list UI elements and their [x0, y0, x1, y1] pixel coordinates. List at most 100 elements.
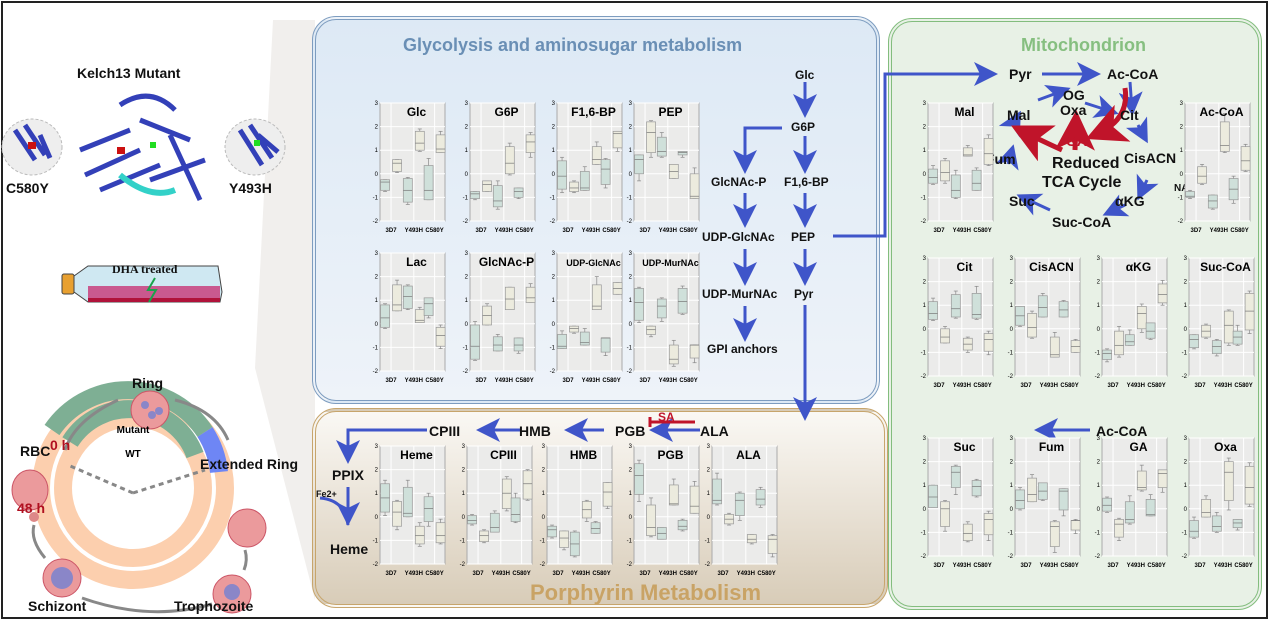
- y-tick-label: 1: [1184, 483, 1188, 489]
- x-tick-label: Y493H: [1214, 383, 1232, 389]
- stage-schizont: Schizont: [28, 598, 87, 614]
- box: [983, 333, 994, 352]
- x-tick-label: C580Y: [515, 228, 533, 234]
- box: [1102, 497, 1112, 512]
- y-tick-label: 2: [707, 468, 711, 474]
- node-mal: Mal: [1007, 107, 1031, 123]
- y-tick-label: 2: [375, 468, 379, 474]
- y-tick-label: -2: [627, 562, 633, 568]
- box: [950, 294, 961, 318]
- box: [646, 325, 656, 335]
- y-tick-label: 3: [375, 101, 379, 107]
- boxplot-title: αKG: [1126, 260, 1151, 274]
- box: [1211, 340, 1222, 354]
- y-tick-label: 3: [629, 251, 633, 257]
- box: [467, 515, 477, 525]
- mutation-c580y-label: C580Y: [6, 180, 49, 196]
- y-tick-label: 0: [1180, 172, 1184, 178]
- box: [470, 324, 480, 360]
- x-tick-label: Y493H: [492, 571, 510, 577]
- y-tick-label: 0: [1184, 327, 1188, 333]
- y-tick-label: -1: [705, 538, 711, 544]
- box: [950, 174, 961, 198]
- y-tick-label: 0: [375, 322, 379, 328]
- x-tick-label: C580Y: [1060, 383, 1078, 389]
- x-tick-label: Y493H: [405, 571, 423, 577]
- box: [522, 470, 533, 500]
- box: [602, 482, 613, 507]
- stage-trophozoite: Trophozoite: [174, 598, 254, 614]
- x-tick-label: 3D7: [563, 228, 575, 234]
- x-tick-label: 3D7: [386, 378, 398, 384]
- box: [423, 297, 434, 316]
- box: [402, 285, 413, 309]
- box: [600, 159, 611, 185]
- box: [489, 512, 500, 533]
- box: [634, 154, 644, 175]
- x-tick-label: Y493H: [572, 571, 590, 577]
- y-tick-label: 2: [1010, 460, 1014, 466]
- y-tick-label: 2: [629, 275, 633, 281]
- y-tick-label: 2: [375, 275, 379, 281]
- y-tick-label: -1: [627, 538, 633, 544]
- box: [435, 134, 446, 153]
- y-tick-label: 0: [629, 515, 633, 521]
- box: [656, 136, 667, 157]
- y-tick-label: 2: [465, 125, 469, 131]
- y-tick-label: 3: [375, 251, 379, 257]
- box: [1058, 301, 1069, 318]
- y-tick-label: 1: [1010, 303, 1014, 309]
- box: [591, 284, 602, 310]
- y-tick-label: -1: [1008, 530, 1014, 536]
- x-tick-label: C580Y: [425, 228, 443, 234]
- y-tick-label: 3: [1180, 101, 1184, 107]
- y-tick-label: 3: [552, 101, 556, 107]
- y-tick-label: -2: [627, 369, 633, 375]
- boxplot-title: HMB: [570, 448, 598, 462]
- box: [525, 134, 536, 153]
- box: [1211, 515, 1222, 532]
- box: [1037, 295, 1048, 318]
- box: [755, 489, 766, 506]
- y-tick-label: -1: [1182, 350, 1188, 356]
- box: [1145, 499, 1156, 517]
- x-tick-label: Y493H: [405, 228, 423, 234]
- y-tick-label: 3: [629, 101, 633, 107]
- x-tick-label: Y493H: [659, 571, 677, 577]
- y-tick-label: 2: [923, 125, 927, 131]
- node-udp-glcnac: UDP-GlcNAc: [702, 230, 775, 244]
- box: [1049, 336, 1060, 358]
- boxplot-title: Suc-CoA: [1200, 260, 1251, 274]
- y-tick-label: -1: [921, 350, 927, 356]
- node-oxa: Oxa: [1060, 102, 1087, 118]
- x-tick-label: C580Y: [973, 383, 991, 389]
- protein-structure: [1, 93, 286, 202]
- plot-area: [466, 445, 533, 565]
- box: [1244, 293, 1255, 331]
- x-tick-label: Y493H: [659, 228, 677, 234]
- box: [392, 284, 402, 312]
- x-tick-label: 3D7: [473, 571, 485, 577]
- node-cisacn: CisACN: [1124, 150, 1177, 166]
- y-tick-label: 2: [542, 468, 546, 474]
- y-tick-label: 1: [465, 298, 469, 304]
- x-tick-label: Y493H: [405, 378, 423, 384]
- node-cpiii: CPIII: [429, 423, 461, 439]
- node-suc-coa: Suc-CoA: [1052, 214, 1112, 230]
- box: [712, 478, 722, 505]
- x-tick-label: C580Y: [425, 378, 443, 384]
- y-tick-label: 2: [462, 468, 466, 474]
- box: [423, 165, 434, 201]
- x-tick-label: C580Y: [1147, 383, 1165, 389]
- y-tick-label: -2: [373, 219, 379, 225]
- node-g6p: G6P: [791, 120, 816, 134]
- box: [600, 337, 611, 353]
- y-tick-label: -1: [1095, 350, 1101, 356]
- y-tick-label: 2: [375, 125, 379, 131]
- node-ga: GA: [1066, 133, 1087, 149]
- y-tick-label: 0: [629, 322, 633, 328]
- y-tick-label: 0: [375, 515, 379, 521]
